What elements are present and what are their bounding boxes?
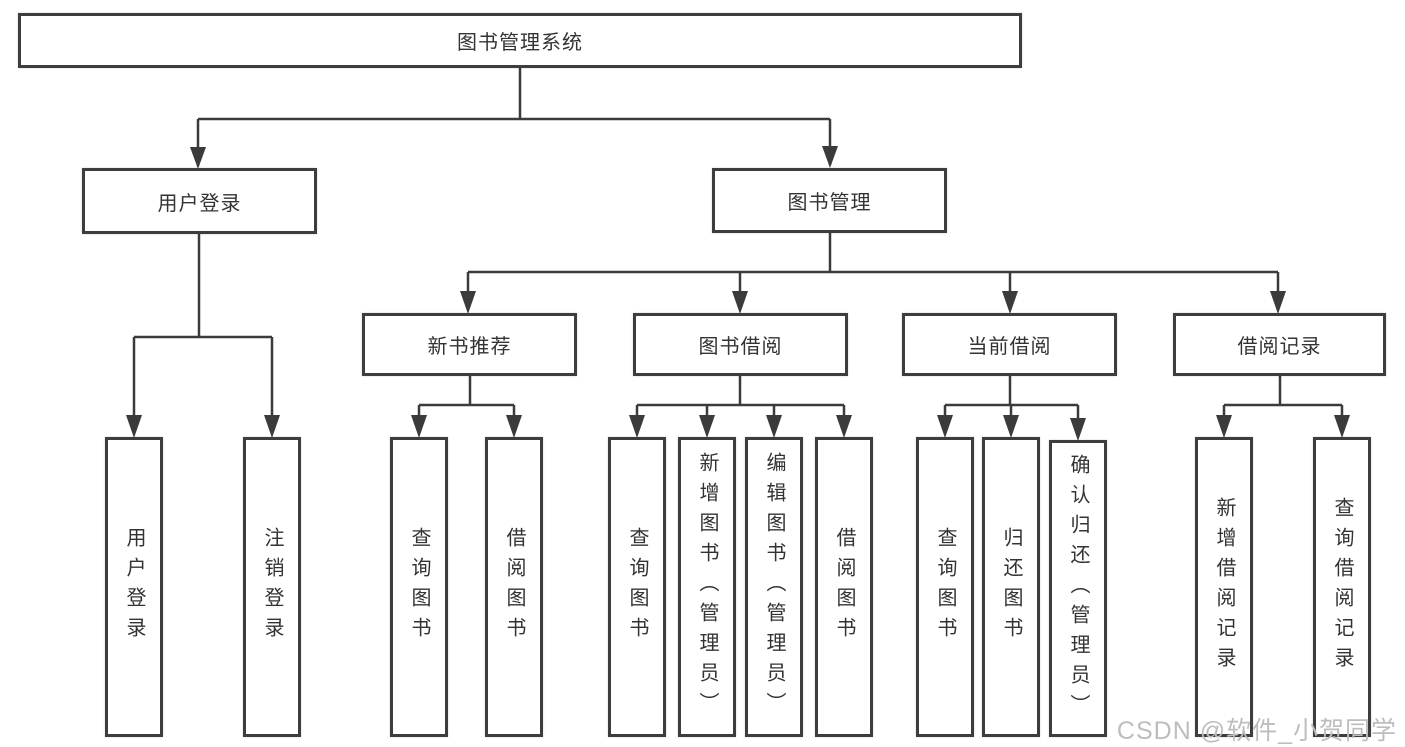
leaf-recommend-query-books: 查询图书 xyxy=(390,437,448,737)
node-label: 查询图书 xyxy=(408,527,430,647)
node-label: 查询图书 xyxy=(626,527,648,647)
node-borrowing-records: 借阅记录 xyxy=(1173,313,1386,376)
node-label: 图书管理系统 xyxy=(457,32,583,54)
leaf-recommend-borrow-books: 借阅图书 xyxy=(485,437,543,737)
node-label: 查询图书 xyxy=(934,527,956,647)
leaf-records-query-borrow-record: 查询借阅记录 xyxy=(1313,437,1371,737)
node-label: 注销登录 xyxy=(261,527,283,647)
node-user-login: 用户登录 xyxy=(82,168,317,234)
leaf-current-return-books: 归还图书 xyxy=(982,437,1040,737)
leaf-current-query-books: 查询图书 xyxy=(916,437,974,737)
node-book-management: 图书管理 xyxy=(712,168,947,233)
node-label: 图书管理 xyxy=(787,192,872,214)
node-label: 查询借阅记录 xyxy=(1331,497,1353,677)
node-label: 当前借阅 xyxy=(967,336,1052,358)
node-new-book-recommendation: 新书推荐 xyxy=(362,313,577,376)
leaf-current-confirm-return-admin: 确认归还（管理员） xyxy=(1049,440,1107,737)
connector-paths xyxy=(132,68,1344,436)
leaf-borrowing-add-books-admin: 新增图书（管理员） xyxy=(678,437,736,737)
leaf-records-add-borrow-record: 新增借阅记录 xyxy=(1195,437,1253,737)
leaf-borrowing-edit-books-admin: 编辑图书（管理员） xyxy=(745,437,803,737)
node-label: 借阅图书 xyxy=(833,527,855,647)
node-book-borrowing: 图书借阅 xyxy=(633,313,848,376)
node-root-library-system: 图书管理系统 xyxy=(18,13,1022,68)
node-label: 新增借阅记录 xyxy=(1213,497,1235,677)
node-label: 用户登录 xyxy=(157,192,242,215)
node-label: 新增图书（管理员） xyxy=(696,452,718,722)
node-label: 借阅记录 xyxy=(1237,336,1322,358)
node-label: 用户登录 xyxy=(123,527,145,647)
node-label: 归还图书 xyxy=(1000,527,1022,647)
node-label: 借阅图书 xyxy=(503,527,525,647)
arrowheads xyxy=(126,146,1350,441)
leaf-borrowing-borrow-books: 借阅图书 xyxy=(815,437,873,737)
node-label: 编辑图书（管理员） xyxy=(763,452,785,722)
leaf-user-login: 用户登录 xyxy=(105,437,163,737)
leaf-borrowing-query-books: 查询图书 xyxy=(608,437,666,737)
node-label: 图书借阅 xyxy=(698,336,783,358)
csdn-watermark: CSDN @软件_小贺同学 xyxy=(1116,717,1397,745)
leaf-logout: 注销登录 xyxy=(243,437,301,737)
node-label: 确认归还（管理员） xyxy=(1067,453,1089,724)
node-current-borrowing: 当前借阅 xyxy=(902,313,1117,376)
node-label: 新书推荐 xyxy=(427,336,512,358)
